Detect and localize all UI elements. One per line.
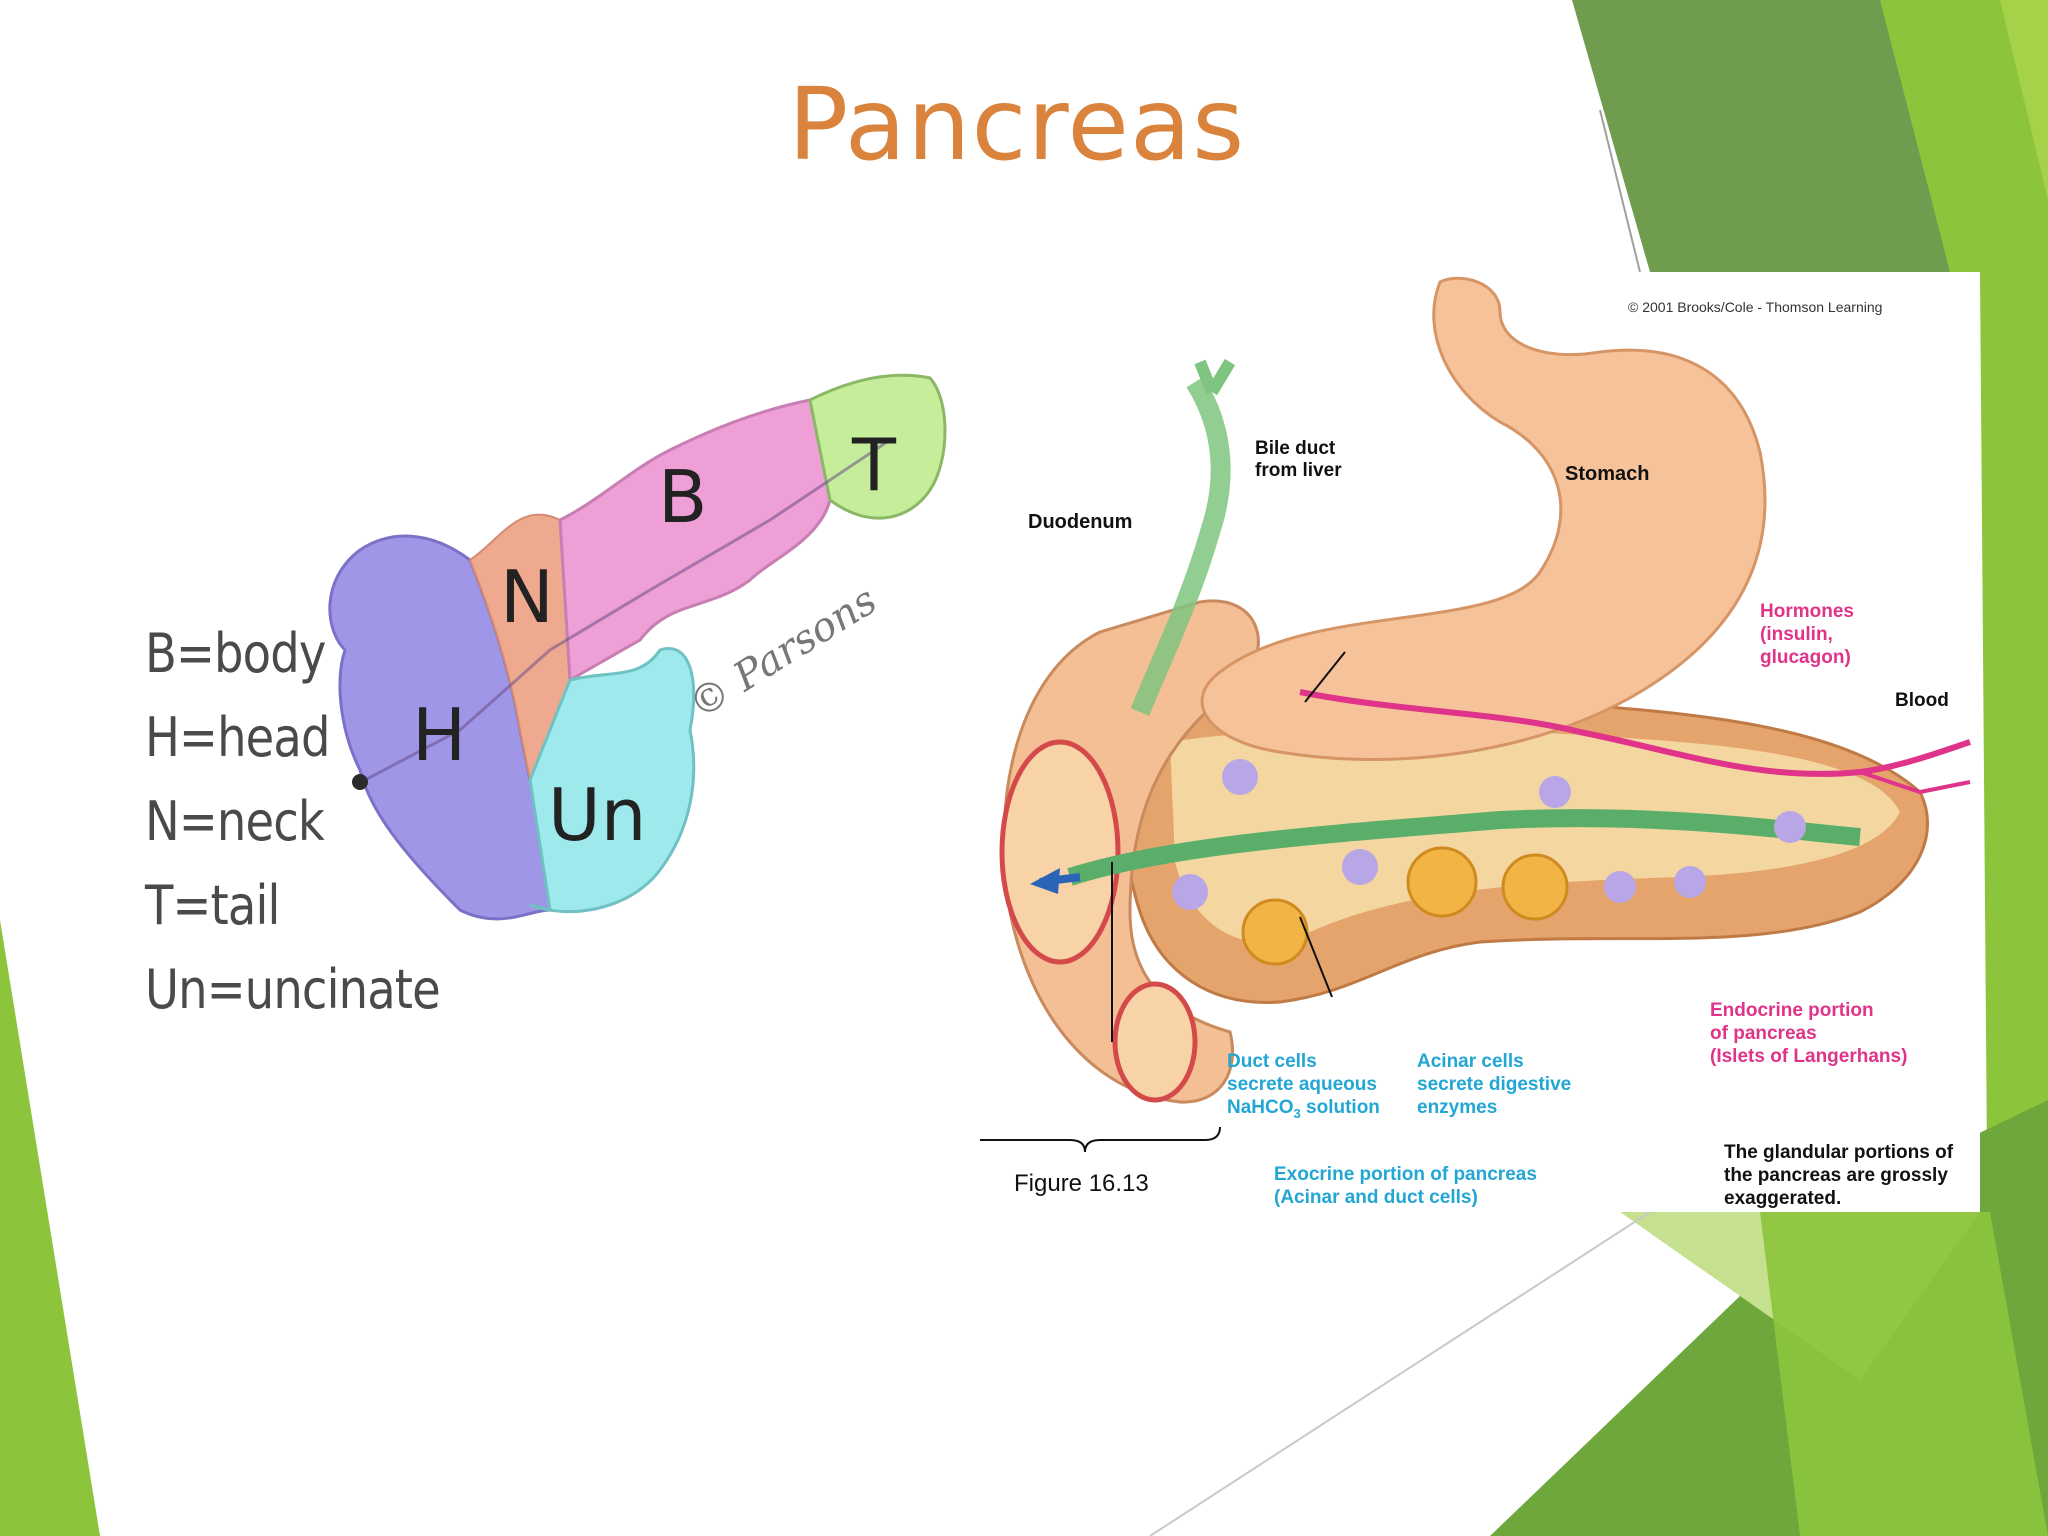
label-duct-cells-2: secrete aqueous (1227, 1074, 1377, 1095)
label-exocrine-1: Exocrine portion of pancreas (1274, 1164, 1537, 1185)
acinus (1501, 853, 1569, 921)
label-duct-cells-1: Duct cells (1227, 1051, 1317, 1072)
region-label-tail: T (851, 423, 897, 507)
islet (1674, 866, 1706, 898)
acinus (1241, 898, 1309, 966)
pancreas-regions-illustration: H N B T Un © Parsons (328, 373, 947, 921)
region-legend: B=body H=head N=neck T=tail Un=uncinate (145, 612, 488, 1032)
label-bile-duct-2: from liver (1255, 460, 1342, 481)
label-note-3: exaggerated. (1724, 1188, 1841, 1209)
legend-item: H=head (145, 706, 330, 769)
label-note-1: The glandular portions of (1724, 1142, 1954, 1163)
label-hormones-3: glucagon) (1760, 647, 1851, 668)
islet (1172, 874, 1208, 910)
blood-vessel (1299, 689, 1971, 777)
label-acinar-1: Acinar cells (1417, 1051, 1524, 1072)
label-endocrine-3: (Islets of Langerhans) (1710, 1046, 1907, 1067)
label-hormones-1: Hormones (1760, 601, 1854, 622)
bile-duct-vis (1130, 376, 1231, 716)
bile-duct-branch-2 (1206, 358, 1236, 396)
label-stomach: Stomach (1565, 463, 1649, 485)
thin-diagonal-line (1149, 1211, 1651, 1536)
pointer-endocrine (1299, 916, 1333, 998)
region-label-head: H (412, 693, 466, 777)
duodenum-lower-cut (1112, 981, 1198, 1103)
label-endocrine-1: Endocrine portion (1710, 1000, 1874, 1021)
label-duct-cells-3: NaHCO3 solution (1227, 1097, 1380, 1121)
legend-item: B=body (145, 622, 326, 685)
bottom-right-mid-green (1760, 1212, 2048, 1536)
region-label-uncinate: Un (548, 773, 646, 857)
label-acinar-2: secrete digestive (1417, 1074, 1571, 1095)
slide-title: Pancreas (788, 66, 1246, 183)
pancreas-anatomy-figure: © 2001 Brooks/Cole - Thomson Learning St… (980, 272, 1980, 1212)
region-label-body: B (658, 455, 707, 539)
legend-item: T=tail (145, 874, 280, 937)
ampulla-dot (352, 774, 368, 790)
legend-item: N=neck (145, 790, 325, 853)
legend-item: Un=uncinate (145, 958, 441, 1021)
label-endocrine-2: of pancreas (1710, 1023, 1817, 1044)
thin-diagonal-line-top (1599, 109, 1641, 273)
top-right-bright-panel (2000, 0, 2048, 200)
blood-vessel-branch (1859, 770, 1971, 795)
copyright-text: © 2001 Brooks/Cole - Thomson Learning (1628, 299, 1882, 315)
region-label-neck: N (500, 555, 554, 639)
neck-region (468, 513, 572, 784)
label-note-2: the pancreas are grossly (1724, 1165, 1948, 1186)
label-figure-number: Figure 16.13 (1014, 1170, 1149, 1197)
uncinate-region (528, 647, 696, 914)
duodenum-cut-end (999, 739, 1121, 965)
left-green-stripe (0, 920, 100, 1536)
label-bile-duct-1: Bile duct (1255, 438, 1336, 459)
pointer-hormones (1304, 651, 1346, 703)
duct-lines (364, 438, 891, 782)
acinus (1406, 846, 1478, 918)
pancreas-exocrine-inner (1170, 728, 1900, 943)
stomach (1200, 276, 1767, 761)
islet (1604, 871, 1636, 903)
exocrine-brace (980, 1126, 1221, 1153)
islet (1774, 811, 1806, 843)
islet (1222, 759, 1258, 795)
label-hormones-2: (insulin, (1760, 624, 1833, 645)
label-exocrine-2: (Acinar and duct cells) (1274, 1187, 1478, 1208)
top-right-light-green-panel (1880, 0, 2048, 272)
label-acinar-3: enzymes (1417, 1097, 1497, 1118)
islet (1342, 849, 1378, 885)
label-blood: Blood (1895, 690, 1949, 711)
islet (1539, 776, 1571, 808)
pancreatic-duct-arrowhead (1030, 868, 1060, 894)
